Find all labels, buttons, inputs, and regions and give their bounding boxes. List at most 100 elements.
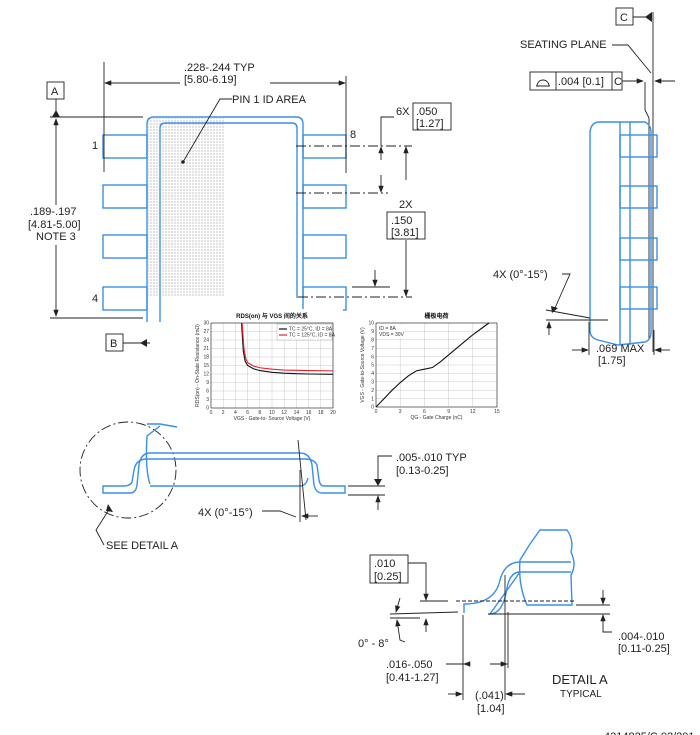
x-axis-label: QG - Gate Charge (nC)	[411, 415, 463, 421]
annotation-box	[377, 324, 403, 338]
span-count: 2X	[399, 199, 413, 211]
series-line-1	[375, 322, 490, 408]
y-tick-label: 4	[371, 371, 374, 377]
y-tick-label: 1	[371, 396, 374, 402]
pitch-count: 6X	[396, 106, 410, 118]
height-dimension-mm: [1.75]	[598, 355, 626, 367]
series-line-2	[241, 322, 334, 372]
x-tick-label: 6	[246, 410, 249, 416]
feature-control-frame: .004 [0.1] C	[529, 71, 675, 340]
y-tick-label: 24	[203, 338, 209, 344]
pin-label: 8	[350, 129, 356, 141]
x-axis-label: VGS - Gate-to- Source Voltage (V)	[234, 416, 311, 422]
length-note: NOTE 3	[36, 231, 76, 243]
y-tick-label: 30	[203, 321, 209, 327]
y-tick-label: 3	[371, 380, 374, 386]
chart-title: 栅极电荷	[424, 312, 448, 320]
length-dimension: .189-.197	[30, 206, 76, 218]
angle-label: 4X (0°-15°)	[493, 269, 548, 281]
lead-thickness-dimension: .005-.010 TYP	[396, 452, 467, 464]
gauge-dimension-mm: [0.25]	[374, 571, 402, 583]
plot-area	[210, 322, 334, 409]
x-tick-label: 12	[281, 410, 287, 416]
side-body	[589, 121, 652, 346]
detail-title: DETAIL A	[552, 672, 608, 687]
pin1-label: PIN 1 ID AREA	[232, 94, 307, 106]
foot-length-dimension: .016-.050	[386, 659, 432, 671]
x-tick-label: 18	[318, 410, 324, 416]
x-tick-label: 8	[258, 410, 261, 416]
chart-annotation: VDS = 30V	[379, 332, 405, 338]
chart-title: RDS(on) 与 VGS 间的关系	[236, 312, 308, 320]
standoff-dimension-mm: [0.11-0.25]	[618, 643, 670, 655]
span-dimension: .150	[391, 215, 412, 227]
y-tick-label: 9	[206, 380, 209, 386]
x-tick-label: 0	[375, 409, 378, 415]
width-dimension: .228-.244 TYP	[184, 62, 255, 74]
datum-b-label: B	[110, 338, 117, 350]
side-pins	[619, 134, 658, 310]
datum-a-label: A	[51, 86, 59, 98]
y-tick-label: 6	[371, 354, 374, 360]
detail-a-circle	[79, 421, 177, 519]
length-dimension-mm: [4.81-5.00]	[28, 219, 81, 231]
pin1-id-area	[148, 118, 225, 296]
legend-entry: TC = 25°C, ID = 8A	[289, 327, 333, 333]
series-line-1	[240, 322, 334, 375]
y-tick-label: 6	[206, 389, 209, 395]
seating-plane-label: SEATING PLANE	[520, 39, 607, 51]
x-tick-label: 9	[447, 409, 450, 415]
x-tick-label: 20	[330, 410, 336, 416]
angle-label: 4X (0°-15°)	[198, 507, 253, 519]
pitch-dimension-mm: [1.27]	[416, 118, 444, 130]
x-tick-label: 4	[234, 410, 237, 416]
y-axis-label: RDS(on) - On-State Resistance (mΩ)	[195, 324, 201, 407]
x-tick-label: 14	[294, 410, 300, 416]
gauge-dimension: .010	[374, 558, 395, 570]
datum-a-box	[46, 81, 65, 100]
y-tick-label: 3	[206, 397, 209, 403]
width-dimension-mm: [5.80-6.19]	[184, 74, 237, 86]
foot-length-mm: [0.41-1.27]	[386, 672, 439, 684]
y-tick-label: 21	[203, 346, 209, 352]
datum-c-label: C	[620, 12, 628, 24]
pitch-dimension: .050	[416, 106, 437, 118]
pin-label: 1	[92, 140, 98, 152]
right-pins	[302, 134, 347, 311]
detail-a-view: .010 [0.25] 0° - 8° .016-.050 [0.41-1.27…	[358, 529, 670, 715]
plot-area	[375, 322, 498, 408]
pin-label: 4	[92, 293, 98, 305]
y-axis-label: VGS - Gate-to-Source Voltage (V)	[360, 327, 366, 403]
angle-label: 0° - 8°	[358, 638, 389, 650]
x-tick-label: 3	[399, 409, 402, 415]
x-tick-label: 2	[222, 410, 225, 416]
span-dimension-mm: [3.81]	[391, 227, 419, 239]
x-tick-label: 15	[494, 409, 500, 415]
x-tick-label: 12	[470, 409, 476, 415]
body-outline	[146, 116, 304, 322]
legend-box	[276, 323, 333, 341]
y-tick-label: 9	[371, 329, 374, 335]
x-tick-label: 6	[423, 409, 426, 415]
y-tick-label: 8	[371, 338, 374, 344]
see-detail-label: SEE DETAIL A	[106, 540, 179, 552]
profile-of-surface-icon	[536, 79, 550, 87]
y-tick-label: 18	[203, 355, 209, 361]
fcf-tolerance: .004 [0.1]	[558, 76, 604, 88]
detail-subtitle: TYPICAL	[560, 689, 602, 700]
chart-annotation: ID = 8A	[379, 326, 396, 332]
x-tick-label: 10	[269, 410, 275, 416]
y-tick-label: 15	[203, 363, 209, 369]
y-tick-label: 0	[206, 406, 209, 412]
standoff-dimension: .004-.010	[618, 631, 664, 643]
y-tick-label: 5	[371, 363, 374, 369]
reference-dimension: (.041)	[475, 690, 504, 702]
front-view: 4X (0°-15°) .005-.010 TYP [0.13-0.25] SE…	[79, 421, 467, 552]
left-pins	[102, 134, 148, 311]
y-tick-label: 10	[368, 321, 374, 327]
legend-entry: TC = 125°C, ID = 8A	[289, 333, 336, 339]
